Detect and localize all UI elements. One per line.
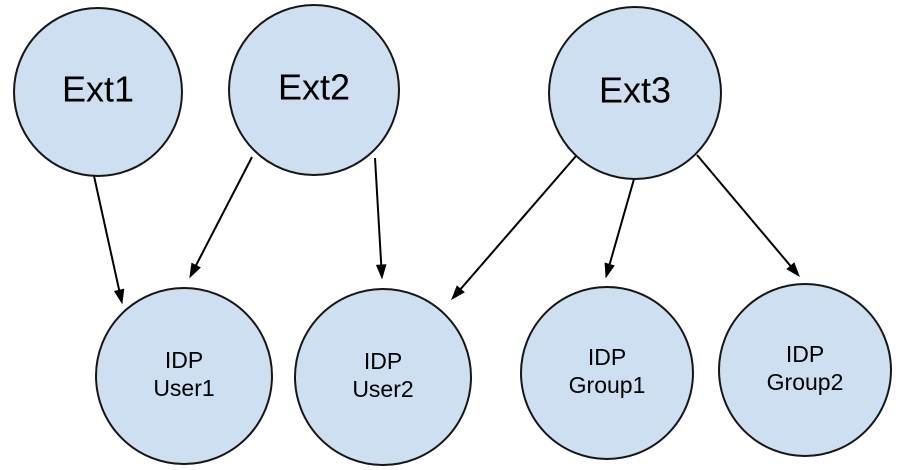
- node-circle[interactable]: [228, 4, 400, 176]
- node-circle[interactable]: [13, 7, 183, 177]
- arrow-head-icon: [375, 264, 387, 280]
- edge-ext3-to-idp-group1: [604, 178, 635, 279]
- node-label: Group1: [569, 372, 646, 398]
- node-label: IDP: [588, 344, 626, 370]
- edge-line: [696, 154, 793, 268]
- edge-ext2-to-idp-user1: [189, 156, 253, 279]
- node-label: IDP: [786, 341, 824, 367]
- node-circle[interactable]: [95, 287, 273, 465]
- node-circle[interactable]: [718, 283, 892, 457]
- arrow-head-icon: [451, 285, 465, 301]
- edge-line: [374, 157, 383, 267]
- edge-line: [459, 155, 577, 291]
- node-circle[interactable]: [548, 6, 722, 180]
- arrow-head-icon: [786, 262, 800, 278]
- arrow-head-icon: [113, 288, 125, 305]
- node-label: IDP: [364, 348, 402, 374]
- edge-line: [194, 156, 253, 267]
- node-label: User1: [153, 375, 214, 401]
- node-label: User2: [352, 376, 413, 402]
- node-circle[interactable]: [294, 288, 472, 466]
- edge-ext3-to-idp-group2: [696, 154, 800, 278]
- arrow-head-icon: [189, 262, 201, 279]
- node-label: Ext2: [278, 67, 350, 108]
- arrow-head-icon: [604, 262, 615, 279]
- edge-ext2-to-idp-user2: [374, 157, 387, 280]
- node-label: IDP: [165, 347, 203, 373]
- edge-line: [608, 178, 635, 266]
- node-ext3[interactable]: Ext3: [548, 6, 722, 180]
- node-label: Ext3: [599, 70, 671, 111]
- node-ext1[interactable]: Ext1: [13, 7, 183, 177]
- edge-ext3-to-idp-user2: [451, 155, 577, 301]
- node-label: Group2: [767, 369, 844, 395]
- edges-layer: [93, 154, 800, 305]
- node-circle[interactable]: [520, 286, 694, 460]
- node-label: Ext1: [62, 69, 134, 110]
- edge-ext1-to-idp-user1: [93, 175, 125, 305]
- edge-line: [93, 175, 121, 292]
- node-ext2[interactable]: Ext2: [228, 4, 400, 176]
